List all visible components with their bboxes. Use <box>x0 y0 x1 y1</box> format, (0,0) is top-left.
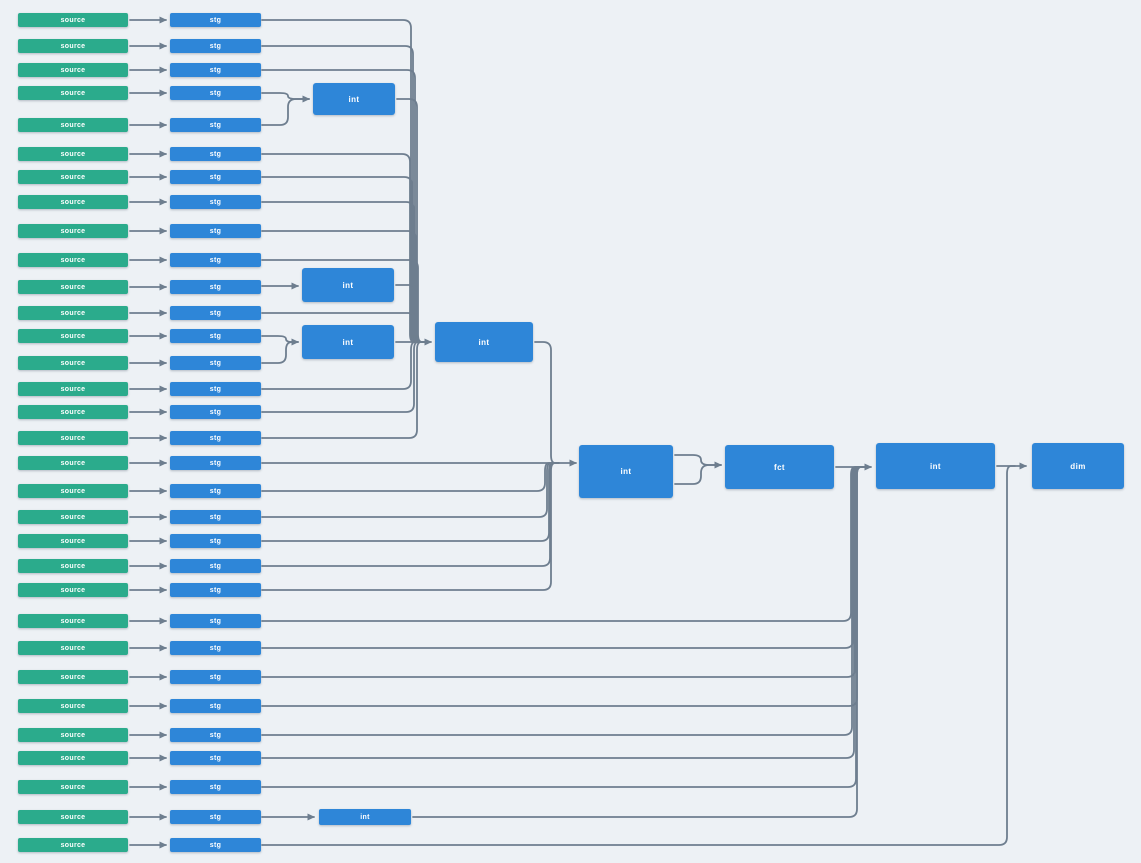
node-source-25[interactable]: source <box>18 641 128 655</box>
node-stg-29[interactable]: stg <box>170 751 261 765</box>
node-source-23[interactable]: source <box>18 583 128 597</box>
node-source-14[interactable]: source <box>18 356 128 370</box>
node-stg-16[interactable]: stg <box>170 405 261 419</box>
edge-stg-32-dim <box>261 465 1016 846</box>
node-stg-1[interactable]: stg <box>170 13 261 27</box>
node-source-4[interactable]: source <box>18 86 128 100</box>
node-source-5[interactable]: source <box>18 118 128 132</box>
edge-paths <box>129 16 1027 849</box>
edge-stg-5-int-1 <box>261 98 310 126</box>
node-stg-12[interactable]: stg <box>170 306 261 320</box>
node-stg-8[interactable]: stg <box>170 195 261 209</box>
node-stg-24[interactable]: stg <box>170 614 261 628</box>
node-source-32[interactable]: source <box>18 838 128 852</box>
node-source-1[interactable]: source <box>18 13 128 27</box>
node-stg-19[interactable]: stg <box>170 484 261 498</box>
node-int-5[interactable]: int <box>579 445 673 498</box>
node-stg-31[interactable]: stg <box>170 810 261 824</box>
node-int-2[interactable]: int <box>302 268 394 302</box>
node-source-21[interactable]: source <box>18 534 128 548</box>
node-stg-21[interactable]: stg <box>170 534 261 548</box>
node-stg-9[interactable]: stg <box>170 224 261 238</box>
node-source-20[interactable]: source <box>18 510 128 524</box>
node-stg-13[interactable]: stg <box>170 329 261 343</box>
edge-stg-22-int-5 <box>261 462 559 567</box>
node-source-10[interactable]: source <box>18 253 128 267</box>
node-stg-11[interactable]: stg <box>170 280 261 294</box>
node-int-4[interactable]: int <box>435 322 533 362</box>
node-int-3[interactable]: int <box>302 325 394 359</box>
node-source-26[interactable]: source <box>18 670 128 684</box>
edge-int-5-fct <box>674 454 722 469</box>
node-stg-22[interactable]: stg <box>170 559 261 573</box>
node-source-31[interactable]: source <box>18 810 128 824</box>
node-source-16[interactable]: source <box>18 405 128 419</box>
node-int-1[interactable]: int <box>313 83 395 115</box>
node-stg-7[interactable]: stg <box>170 170 261 184</box>
node-stg-23[interactable]: stg <box>170 583 261 597</box>
edge-stg-21-int-5 <box>261 462 558 542</box>
node-stg-18[interactable]: stg <box>170 456 261 470</box>
node-stg-6[interactable]: stg <box>170 147 261 161</box>
node-source-15[interactable]: source <box>18 382 128 396</box>
edge-stg-19-int-5 <box>261 462 554 492</box>
node-source-11[interactable]: source <box>18 280 128 294</box>
edge-stg-14-int-3 <box>261 341 299 364</box>
node-source-27[interactable]: source <box>18 699 128 713</box>
node-stg-3[interactable]: stg <box>170 63 261 77</box>
node-stg-26[interactable]: stg <box>170 670 261 684</box>
node-source-22[interactable]: source <box>18 559 128 573</box>
node-source-8[interactable]: source <box>18 195 128 209</box>
node-source-3[interactable]: source <box>18 63 128 77</box>
node-source-9[interactable]: source <box>18 224 128 238</box>
node-stg-17[interactable]: stg <box>170 431 261 445</box>
edge-int-5-fct <box>674 464 722 485</box>
node-source-17[interactable]: source <box>18 431 128 445</box>
edge-stg-27-int-6 <box>261 466 866 707</box>
node-stg-27[interactable]: stg <box>170 699 261 713</box>
node-stg-28[interactable]: stg <box>170 728 261 742</box>
edge-stg-23-int-5 <box>261 462 560 591</box>
node-source-30[interactable]: source <box>18 780 128 794</box>
node-source-6[interactable]: source <box>18 147 128 161</box>
node-source-7[interactable]: source <box>18 170 128 184</box>
node-stg-2[interactable]: stg <box>170 39 261 53</box>
edge-stg-29-int-6 <box>261 466 863 759</box>
node-stg-4[interactable]: stg <box>170 86 261 100</box>
node-stg-10[interactable]: stg <box>170 253 261 267</box>
edge-stg-20-int-5 <box>261 462 556 518</box>
node-dim[interactable]: dim <box>1032 443 1124 489</box>
node-source-12[interactable]: source <box>18 306 128 320</box>
node-source-13[interactable]: source <box>18 329 128 343</box>
node-stg-20[interactable]: stg <box>170 510 261 524</box>
node-stg-14[interactable]: stg <box>170 356 261 370</box>
node-stg-32[interactable]: stg <box>170 838 261 852</box>
node-fct[interactable]: fct <box>725 445 834 489</box>
node-source-18[interactable]: source <box>18 456 128 470</box>
edge-stg-28-int-6 <box>261 466 861 736</box>
node-int-6[interactable]: int <box>876 443 995 489</box>
node-stg-5[interactable]: stg <box>170 118 261 132</box>
node-stg-15[interactable]: stg <box>170 382 261 396</box>
edge-stg-30-int-6 <box>261 466 865 788</box>
edge-int-7-int-6 <box>412 466 866 818</box>
node-source-29[interactable]: source <box>18 751 128 765</box>
node-source-24[interactable]: source <box>18 614 128 628</box>
node-stg-25[interactable]: stg <box>170 641 261 655</box>
node-source-28[interactable]: source <box>18 728 128 742</box>
edge-stg-26-int-6 <box>261 466 864 678</box>
node-source-2[interactable]: source <box>18 39 128 53</box>
node-stg-30[interactable]: stg <box>170 780 261 794</box>
node-source-19[interactable]: source <box>18 484 128 498</box>
node-int-7[interactable]: int <box>319 809 411 825</box>
edge-int-4-int-5 <box>534 341 560 464</box>
